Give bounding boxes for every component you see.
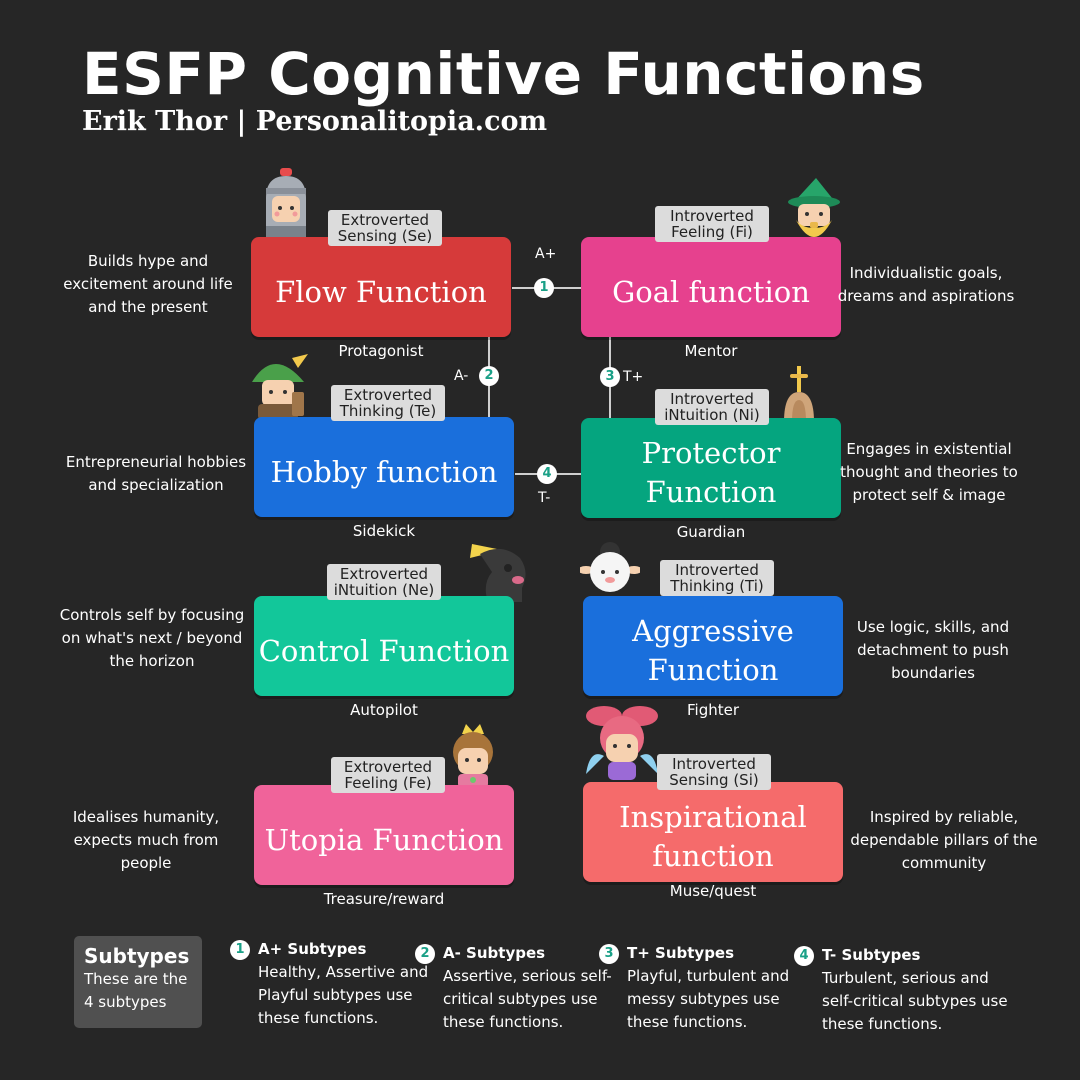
page-subtitle: Erik Thor | Personalitopia.com [82,106,548,137]
subtype-body: Assertive, serious self-critical subtype… [443,967,612,1031]
subtype-item-1: 1 A+ Subtypes Healthy, Assertive and Pla… [230,940,443,1030]
fairy-icon [586,706,658,780]
connection-label-2: A- [454,368,469,384]
subtypes-text: These are the 4 subtypes [84,970,188,1011]
function-description: Builds hype and excitement around life a… [63,252,233,316]
function-role: Treasure/reward [323,890,445,908]
function-role: Mentor [684,342,738,360]
connection-label-4: T- [538,490,551,506]
function-name: Protector Function [641,436,781,509]
function-description: Use logic, skills, and detachment to pus… [856,618,1010,682]
function-box-5: Control Function [254,596,514,696]
subtype-item-3: 3 T+ Subtypes Playful, turbulent and mes… [599,944,792,1034]
connection-number-2: 2 [479,366,499,386]
function-role: Fighter [686,701,739,719]
subtype-body: Healthy, Assertive and Playful subtypes … [258,963,429,1027]
function-box-4: Protector Function [581,418,841,518]
subtype-item-4: 4 T- Subtypes Turbulent, serious and sel… [794,946,1022,1036]
function-description: Individualistic goals, dreams and aspira… [837,264,1015,305]
function-name: Control Function [258,633,510,668]
function-name: Aggressive Function [632,614,794,687]
subtypes-legend-box: Subtypes These are the 4 subtypes [74,936,202,1028]
function-description: Idealises humanity, expects much from pe… [72,808,220,872]
function-tag: Introverted Sensing (Si) [657,754,771,790]
subtype-body: Playful, turbulent and messy subtypes us… [627,967,790,1031]
function-role: Muse/quest [669,882,757,900]
function-role: Guardian [676,523,746,541]
archer-icon [252,354,308,420]
subtype-body: Turbulent, serious and self-critical sub… [822,969,1008,1033]
function-tag: Extroverted Sensing (Se) [328,210,442,246]
function-tag: Extroverted Feeling (Fe) [331,757,445,793]
function-name: Flow Function [275,274,487,309]
sheep-icon [580,542,640,592]
function-name: Inspirational function [619,800,807,873]
function-description: Engages in existential thought and theor… [840,440,1018,504]
function-tag: Introverted Thinking (Ti) [660,560,774,596]
function-tag: Introverted iNtuition (Ni) [655,389,769,425]
function-role: Autopilot [350,701,418,719]
function-name: Utopia Function [264,822,504,857]
connection-label-1: A+ [535,246,557,262]
connection-number-3: 3 [600,367,620,387]
function-tag: Extroverted Thinking (Te) [331,385,445,421]
connection-number-4: 4 [537,464,557,484]
function-box-6: Aggressive Function [583,596,843,696]
subtype-number: 3 [599,944,619,964]
function-name: Goal function [612,274,810,309]
function-box-7: Utopia Function [254,785,514,885]
sword-icon [784,366,814,422]
subtypes-heading: Subtypes [84,944,190,968]
function-description: Entrepreneurial hobbies and specializati… [65,453,247,494]
connection-label-3: T+ [623,369,644,385]
function-box-8: Inspirational function [583,782,843,882]
subtype-item-2: 2 A- Subtypes Assertive, serious self-cr… [415,944,628,1034]
function-box-3: Hobby function [254,417,514,517]
function-role: Protagonist [338,342,424,360]
connection-number-1: 1 [534,278,554,298]
function-tag: Extroverted iNtuition (Ne) [327,564,441,600]
function-box-1: Flow Function [251,237,511,337]
subtype-number: 4 [794,946,814,966]
function-tag: Introverted Feeling (Fi) [655,206,769,242]
subtype-title: T+ Subtypes [627,944,735,962]
wizard-icon [788,178,840,237]
function-name: Hobby function [270,454,498,489]
princess-icon [453,724,493,788]
horse-icon [470,544,526,602]
knight-icon [266,168,306,240]
function-description: Controls self by focusing on what's next… [59,606,245,670]
subtype-number: 2 [415,944,435,964]
subtype-title: A+ Subtypes [258,940,367,958]
page-title: ESFP Cognitive Functions [82,40,925,108]
function-role: Sidekick [352,522,416,540]
subtype-number: 1 [230,940,250,960]
function-description: Inspired by reliable, dependable pillars… [850,808,1038,872]
function-box-2: Goal function [581,237,841,337]
subtype-title: A- Subtypes [443,944,546,962]
subtype-title: T- Subtypes [822,946,921,964]
